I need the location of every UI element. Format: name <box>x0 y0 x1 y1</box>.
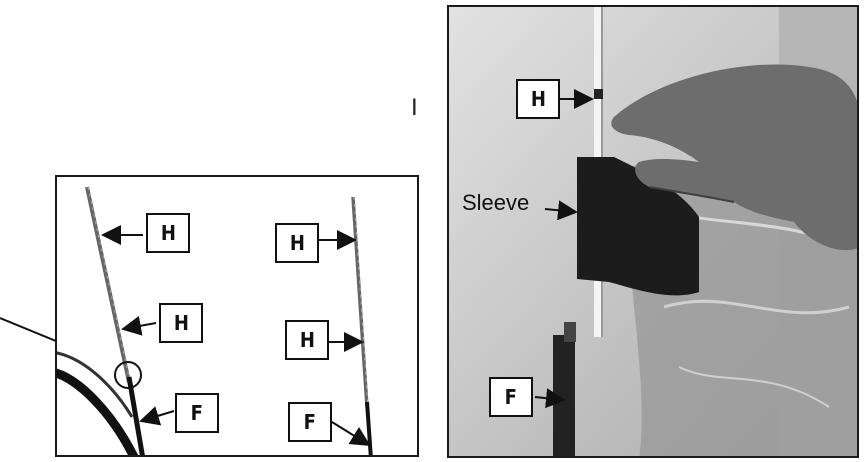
arrow-h2 <box>121 315 157 336</box>
arrow-f1 <box>139 406 175 426</box>
label-f-right: F <box>288 402 332 442</box>
arrow-f-photo <box>534 388 566 409</box>
arrow-sleeve <box>544 200 578 221</box>
sleeve-label: Sleeve <box>462 190 530 215</box>
dark-lower-rod <box>553 335 575 456</box>
label-h-right-upper: H <box>275 223 319 263</box>
label-f-photo: F <box>489 377 533 417</box>
joint-circle-marker <box>114 361 142 389</box>
hand <box>611 64 857 251</box>
label-h-photo: H <box>516 79 560 119</box>
rod-sections-diagram-panel: H H F H H F <box>55 175 419 457</box>
cable-curve <box>57 368 138 455</box>
label-h-right-lower: H <box>285 320 329 360</box>
rod-band <box>594 89 603 99</box>
arrow-f2 <box>331 421 371 447</box>
cable-curve-inner <box>57 351 134 418</box>
left-rod-h-section-highlight <box>87 186 131 383</box>
label-h-left-upper: H <box>146 213 190 253</box>
right-rod-h-section <box>351 196 369 408</box>
sleeve-photo-panel: H F <box>447 5 859 458</box>
label-h-left-lower: H <box>159 303 203 343</box>
sleeve-photo-illustration <box>449 7 857 456</box>
right-rod-f-section <box>365 401 373 455</box>
label-f-left: F <box>175 393 219 433</box>
sleeve <box>577 157 699 296</box>
left-rod-h-section <box>85 186 131 383</box>
rod-sections-illustration <box>57 186 373 455</box>
step-marker: I <box>411 94 418 121</box>
left-rod-f-section <box>126 376 145 455</box>
